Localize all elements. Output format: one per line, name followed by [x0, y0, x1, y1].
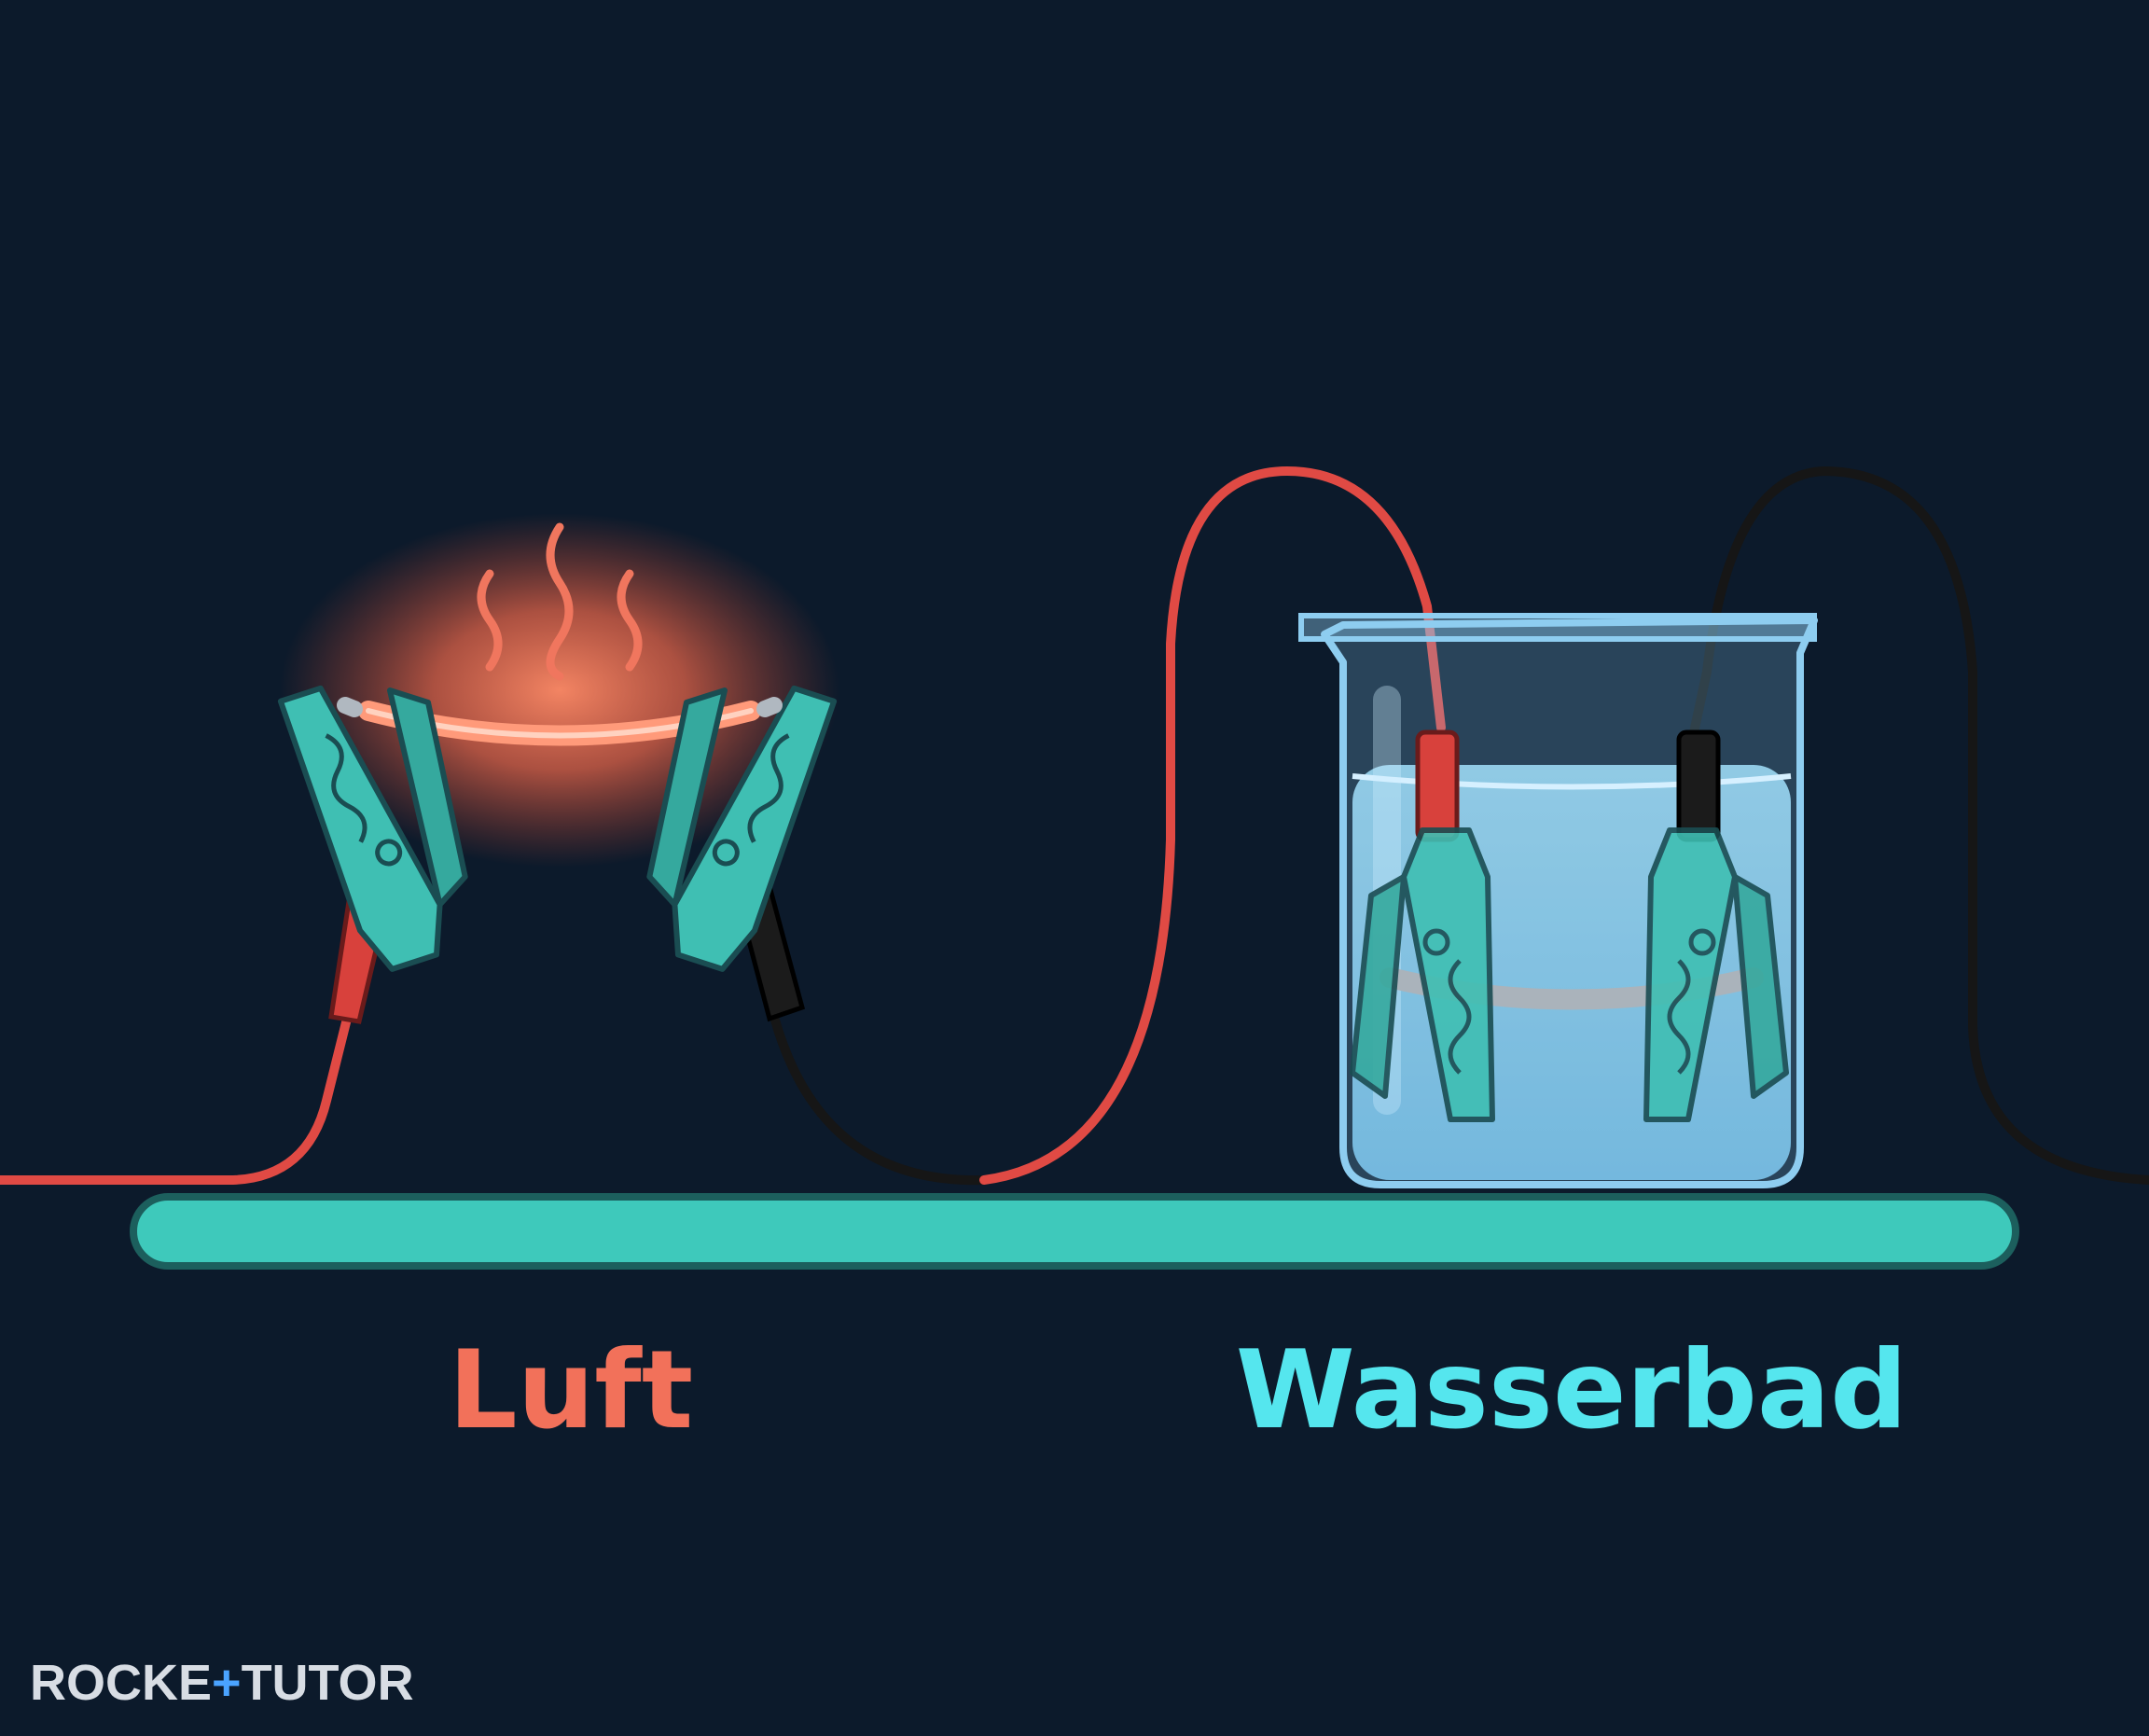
brand-part3: R [378, 1655, 414, 1711]
black-wire-right [1688, 465, 2149, 1185]
label-luft: Luft [449, 1327, 693, 1453]
label-wasserbad: Wasserbad [1236, 1327, 1907, 1453]
red-sleeve-beaker [1415, 729, 1460, 842]
red-wire-left [0, 1003, 354, 1185]
heat-waves-icon [477, 522, 643, 681]
brand-part2: TUTO [242, 1655, 378, 1711]
brand-logo: ROCKE+TUTOR [30, 1655, 414, 1711]
svg-text:ROCKE+TUTOR: ROCKE+TUTOR [30, 1655, 414, 1711]
black-wire-left [769, 1012, 989, 1186]
red-wire-center [979, 465, 1446, 1185]
brand-part1: ROCKE [30, 1655, 212, 1711]
shelf [130, 1193, 2019, 1270]
black-sleeve-beaker [1676, 729, 1721, 842]
